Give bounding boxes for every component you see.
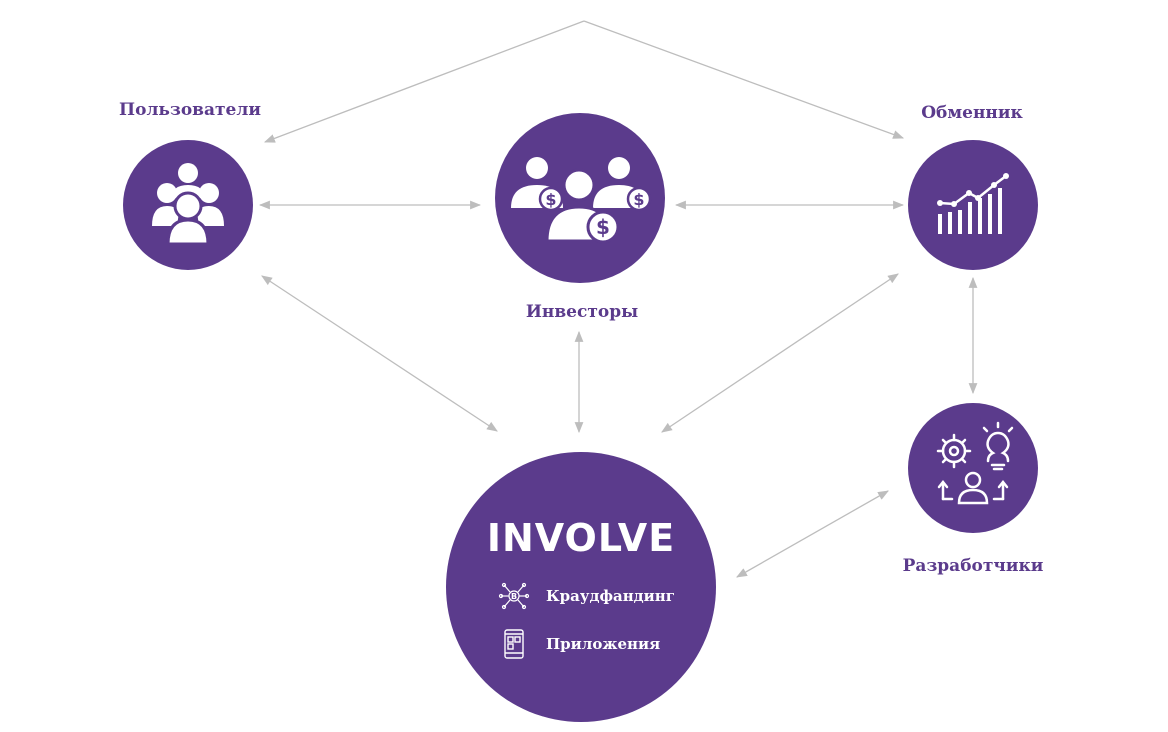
arrow-users-involve xyxy=(261,275,498,432)
investors-icon: $ $ $ xyxy=(511,157,652,244)
svg-text:$: $ xyxy=(545,190,556,209)
arrow-exchange-involve xyxy=(661,273,899,433)
users-node xyxy=(123,140,253,270)
developer-ideas-icon xyxy=(936,421,1014,505)
feature-crowdfunding-label: Краудфандинг xyxy=(546,587,675,605)
exchange-label: Обменник xyxy=(921,103,1023,123)
growth-chart-icon xyxy=(937,173,1009,234)
feature-applications: Приложения xyxy=(498,628,660,660)
mobile-app-icon xyxy=(504,629,524,659)
feature-crowdfunding: B Краудфандинг xyxy=(498,580,675,612)
arrow-top-to-users xyxy=(263,20,585,143)
investors-label: Инвесторы xyxy=(525,302,639,322)
involve-title: INVOLVE xyxy=(486,516,676,560)
feature-applications-label: Приложения xyxy=(546,635,661,653)
svg-text:$: $ xyxy=(596,215,610,239)
investors-node: $ $ $ xyxy=(495,113,665,283)
arrow-top-to-exchange xyxy=(583,20,905,139)
users-label: Пользователи xyxy=(119,100,261,120)
involve-node: INVOLVE B Краудфандинг xyxy=(446,452,716,722)
developers-label: Разработчики xyxy=(902,556,1044,576)
svg-text:$: $ xyxy=(633,190,644,209)
developers-node xyxy=(908,403,1038,533)
crowdfunding-network-icon: B xyxy=(498,582,530,610)
users-icon xyxy=(152,163,224,246)
exchange-node xyxy=(908,140,1038,270)
svg-text:B: B xyxy=(511,592,517,601)
arrow-developers-involve xyxy=(736,490,889,578)
